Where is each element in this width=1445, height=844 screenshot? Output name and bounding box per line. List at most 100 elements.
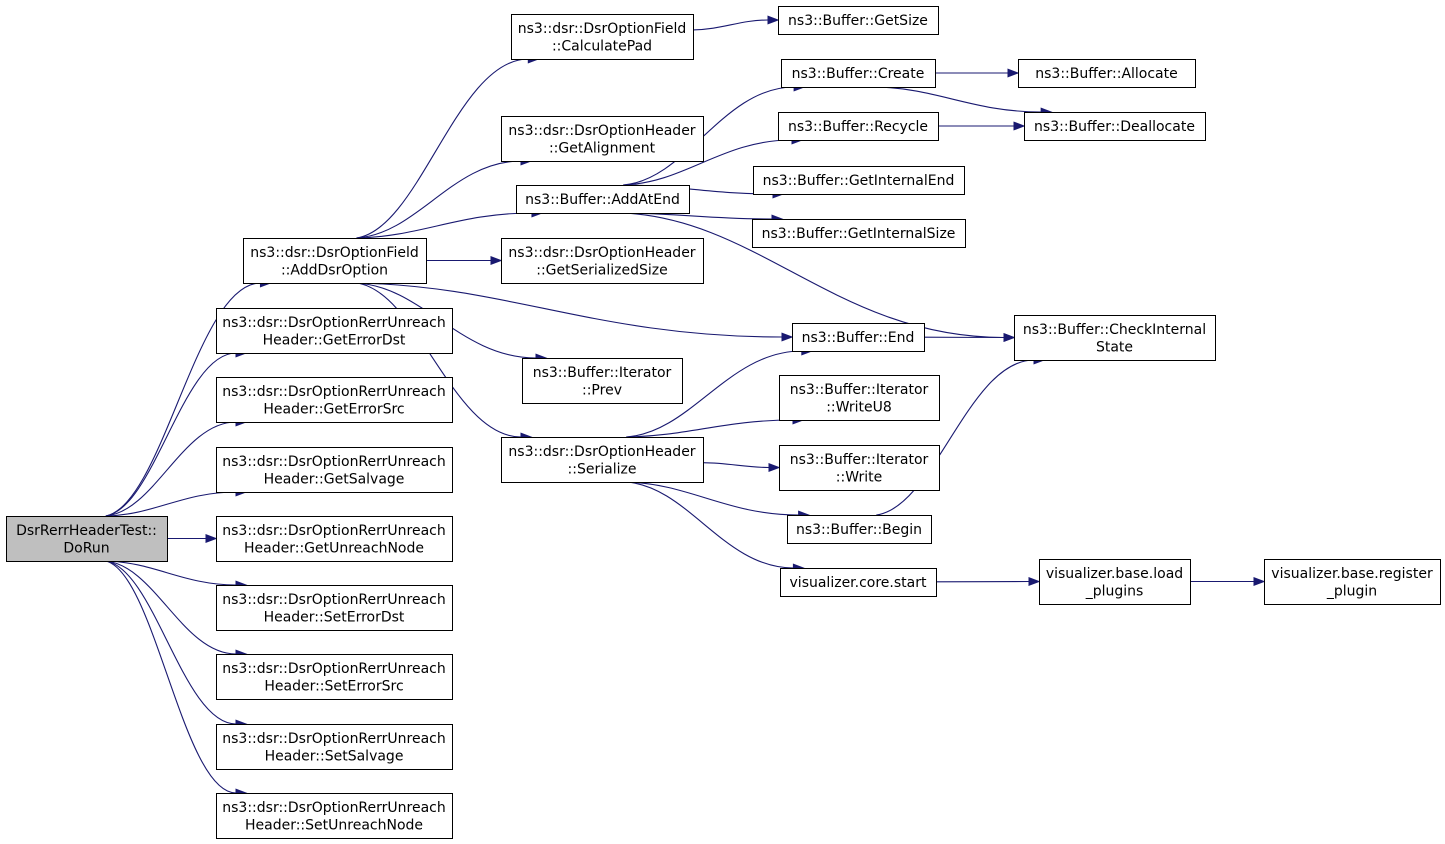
- edge-line: [356, 282, 522, 438]
- node-label: ns3::Buffer::GetInternalEnd: [763, 173, 955, 189]
- node-getInternalEnd[interactable]: ns3::Buffer::GetInternalEnd: [753, 166, 965, 195]
- node-box: [216, 447, 453, 493]
- node-label: ::WriteU8: [826, 399, 892, 415]
- node-label: ns3::Buffer::Create: [792, 66, 925, 82]
- node-box: [216, 308, 453, 354]
- node-label: ns3::dsr::DsrOptionHeader: [508, 245, 695, 261]
- node-box: [216, 724, 453, 770]
- node-label: ns3::dsr::DsrOptionRerrUnreach: [222, 592, 446, 608]
- node-label: ns3::dsr::DsrOptionRerrUnreach: [222, 523, 446, 539]
- node-root[interactable]: DsrRerrHeaderTest::DoRun: [6, 516, 168, 562]
- node-getUnreachNode[interactable]: ns3::dsr::DsrOptionRerrUnreachHeader::Ge…: [216, 516, 453, 562]
- node-create[interactable]: ns3::Buffer::Create: [781, 59, 936, 88]
- node-box: [1039, 559, 1191, 605]
- node-label: ::Serialize: [568, 461, 637, 477]
- node-box: [522, 358, 683, 404]
- node-setErrorDst[interactable]: ns3::dsr::DsrOptionRerrUnreachHeader::Se…: [216, 585, 453, 631]
- edge-root-to-setErrorDst: [105, 560, 248, 590]
- edge-end-to-checkInternalState: [923, 332, 1016, 343]
- node-getAlignment[interactable]: ns3::dsr::DsrOptionHeader::GetAlignment: [501, 116, 704, 162]
- node-addDsrOption[interactable]: ns3::dsr::DsrOptionField::AddDsrOption: [243, 238, 427, 284]
- node-getSize[interactable]: ns3::Buffer::GetSize: [778, 6, 939, 35]
- node-getInternalSize[interactable]: ns3::Buffer::GetInternalSize: [752, 219, 966, 248]
- node-setErrorSrc[interactable]: ns3::dsr::DsrOptionRerrUnreachHeader::Se…: [216, 654, 453, 700]
- edge-addDsrOption-to-getSerializedSize: [425, 255, 503, 266]
- node-serialize[interactable]: ns3::dsr::DsrOptionHeader::Serialize: [501, 437, 704, 483]
- node-box: [752, 219, 966, 248]
- node-box: [778, 6, 939, 35]
- node-box: [216, 516, 453, 562]
- node-label: ns3::Buffer::Iterator: [533, 365, 672, 381]
- node-label: visualizer.core.start: [790, 575, 927, 591]
- node-label: Header::SetUnreachNode: [245, 817, 423, 833]
- node-setSalvage[interactable]: ns3::dsr::DsrOptionRerrUnreachHeader::Se…: [216, 724, 453, 770]
- node-box: [778, 112, 939, 141]
- node-label: ::AddDsrOption: [281, 262, 388, 278]
- node-label: Header::SetErrorSrc: [264, 678, 403, 694]
- node-label: ns3::Buffer::Recycle: [788, 119, 928, 135]
- node-label: Header::GetErrorSrc: [263, 401, 404, 417]
- edge-line: [105, 560, 237, 725]
- node-box: [216, 654, 453, 700]
- node-box: [780, 568, 937, 597]
- edge-create-to-allocate: [935, 68, 1020, 78]
- node-getErrorDst[interactable]: ns3::dsr::DsrOptionRerrUnreachHeader::Ge…: [216, 308, 453, 354]
- node-label: ns3::dsr::DsrOptionField: [518, 21, 687, 37]
- node-label: DsrRerrHeaderTest::: [16, 523, 157, 539]
- node-label: ns3::dsr::DsrOptionHeader: [508, 123, 695, 139]
- node-registerPlugin[interactable]: visualizer.base.register_plugin: [1264, 559, 1441, 605]
- node-label: ns3::dsr::DsrOptionRerrUnreach: [222, 661, 446, 677]
- node-label: ns3::dsr::DsrOptionRerrUnreach: [222, 384, 446, 400]
- edge-serialize-to-coreStart: [626, 481, 805, 573]
- node-box: [216, 377, 453, 423]
- edge-line: [623, 139, 793, 186]
- node-label: ::Prev: [582, 382, 622, 398]
- node-writeU8[interactable]: ns3::Buffer::Iterator::WriteU8: [779, 375, 940, 421]
- edge-arrowhead: [490, 255, 503, 266]
- node-label: ns3::Buffer::Allocate: [1035, 66, 1178, 82]
- edge-line: [626, 419, 794, 438]
- node-addAtEnd[interactable]: ns3::Buffer::AddAtEnd: [516, 185, 690, 214]
- node-label: _plugin: [1326, 583, 1377, 599]
- edge-line: [356, 160, 522, 239]
- edge-line: [356, 212, 532, 239]
- node-allocate[interactable]: ns3::Buffer::Allocate: [1018, 59, 1196, 88]
- node-deallocate[interactable]: ns3::Buffer::Deallocate: [1024, 112, 1206, 141]
- edge-recycle-to-deallocate: [938, 121, 1026, 131]
- node-getSalvage[interactable]: ns3::dsr::DsrOptionRerrUnreachHeader::Ge…: [216, 447, 453, 493]
- node-box: [501, 238, 704, 284]
- node-iterPrev[interactable]: ns3::Buffer::Iterator::Prev: [522, 358, 683, 404]
- node-box: [753, 166, 965, 195]
- node-calculatePad[interactable]: ns3::dsr::DsrOptionField::CalculatePad: [511, 14, 694, 60]
- edge-line: [356, 58, 529, 239]
- node-label: State: [1096, 339, 1133, 355]
- edge-line: [105, 560, 237, 794]
- node-box: [1024, 112, 1206, 141]
- node-recycle[interactable]: ns3::Buffer::Recycle: [778, 112, 939, 141]
- node-label: ::GetAlignment: [549, 140, 656, 156]
- nodes-layer: DsrRerrHeaderTest::DoRunns3::dsr::DsrOpt…: [6, 6, 1441, 839]
- node-begin[interactable]: ns3::Buffer::Begin: [787, 515, 932, 544]
- node-label: ns3::dsr::DsrOptionField: [250, 245, 419, 261]
- node-setUnreachNode[interactable]: ns3::dsr::DsrOptionRerrUnreachHeader::Se…: [216, 793, 453, 839]
- node-end[interactable]: ns3::Buffer::End: [792, 323, 925, 352]
- edge-coreStart-to-loadPlugins: [935, 576, 1041, 587]
- node-coreStart[interactable]: visualizer.core.start: [780, 568, 937, 597]
- edge-serialize-to-write: [702, 462, 781, 473]
- node-label: ::GetSerializedSize: [536, 262, 667, 278]
- node-label: visualizer.base.load: [1046, 566, 1183, 582]
- node-label: Header::SetErrorDst: [264, 609, 405, 625]
- node-write[interactable]: ns3::Buffer::Iterator::Write: [779, 445, 940, 491]
- node-box: [779, 375, 940, 421]
- node-label: ns3::dsr::DsrOptionRerrUnreach: [222, 315, 446, 331]
- node-getErrorSrc[interactable]: ns3::dsr::DsrOptionRerrUnreachHeader::Ge…: [216, 377, 453, 423]
- edge-arrowhead: [205, 533, 218, 544]
- edge-line: [876, 86, 1042, 113]
- node-label: ns3::dsr::DsrOptionRerrUnreach: [222, 800, 446, 816]
- edge-line: [692, 19, 769, 31]
- edge-calculatePad-to-getSize: [692, 15, 780, 31]
- node-loadPlugins[interactable]: visualizer.base.load_plugins: [1039, 559, 1191, 605]
- node-getSerializedSize[interactable]: ns3::dsr::DsrOptionHeader::GetSerialized…: [501, 238, 704, 284]
